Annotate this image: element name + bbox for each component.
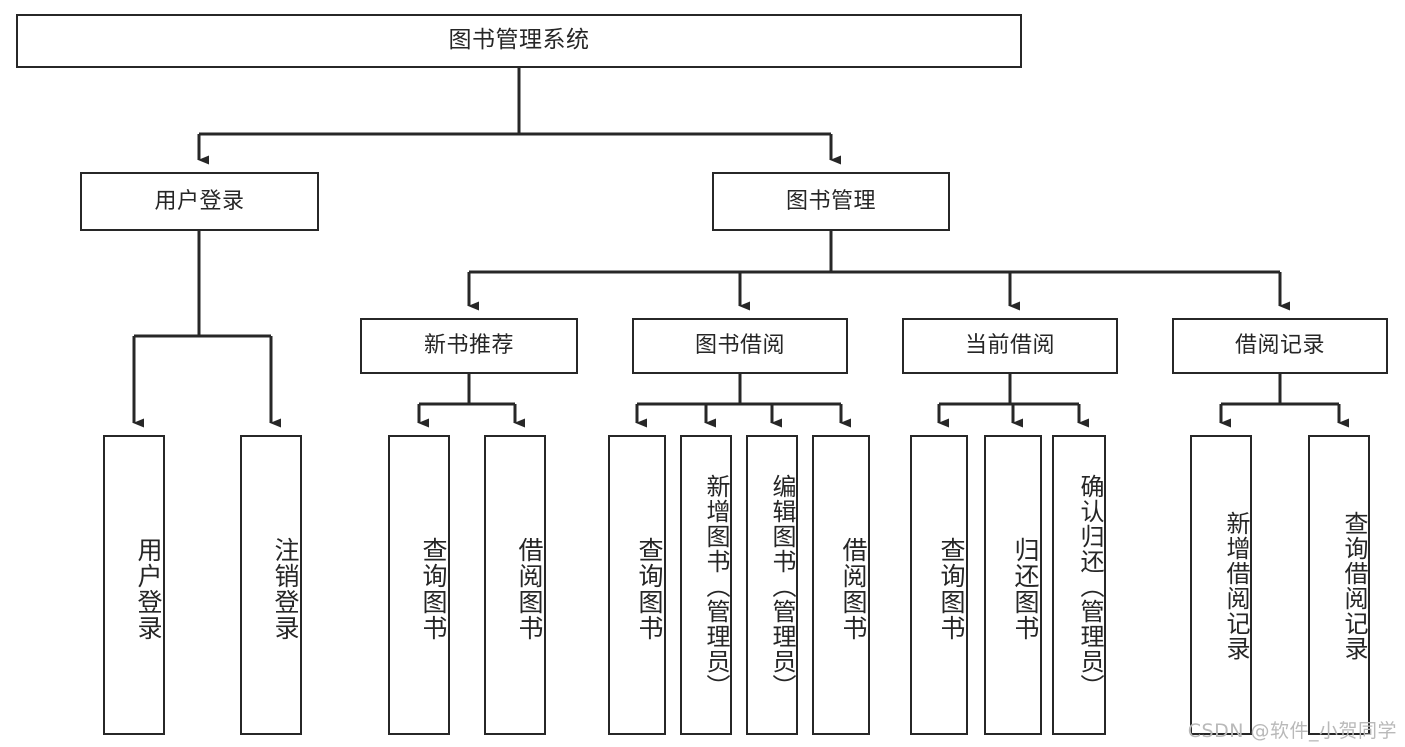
node-leaf-query-borrow-record-label: 查询借阅记录 bbox=[1340, 511, 1368, 661]
node-leaf-borrow-book-recommend[interactable]: 借阅图书 bbox=[484, 435, 546, 735]
node-root-system[interactable]: 图书管理系统 bbox=[16, 14, 1022, 68]
node-leaf-borrow-book-recommend-label: 借阅图书 bbox=[515, 537, 544, 641]
node-root-label: 图书管理系统 bbox=[448, 27, 590, 54]
node-book-borrow-label: 图书借阅 bbox=[694, 333, 785, 359]
node-book-manage[interactable]: 图书管理 bbox=[712, 172, 950, 231]
node-leaf-logout-label: 注销登录 bbox=[271, 537, 300, 641]
node-leaf-logout[interactable]: 注销登录 bbox=[240, 435, 302, 735]
node-current-borrow-label: 当前借阅 bbox=[964, 333, 1055, 359]
node-new-book-recommend[interactable]: 新书推荐 bbox=[360, 318, 578, 374]
node-user-login[interactable]: 用户登录 bbox=[80, 172, 319, 231]
node-user-login-label: 用户登录 bbox=[154, 188, 245, 214]
node-leaf-query-book-recommend[interactable]: 查询图书 bbox=[388, 435, 450, 735]
node-leaf-add-book-label: 新增图书（管理员） bbox=[702, 473, 730, 699]
node-leaf-query-book-current-label: 查询图书 bbox=[937, 537, 966, 641]
node-leaf-query-book-recommend-label: 查询图书 bbox=[419, 537, 448, 641]
node-leaf-confirm-return-label: 确认归还（管理员） bbox=[1076, 473, 1104, 699]
node-current-borrow[interactable]: 当前借阅 bbox=[902, 318, 1118, 374]
node-leaf-user-login[interactable]: 用户登录 bbox=[103, 435, 165, 735]
node-leaf-edit-book[interactable]: 编辑图书（管理员） bbox=[746, 435, 798, 735]
node-book-borrow[interactable]: 图书借阅 bbox=[632, 318, 848, 374]
node-leaf-query-book-borrow-label: 查询图书 bbox=[635, 537, 664, 641]
node-book-manage-label: 图书管理 bbox=[785, 188, 876, 214]
node-borrow-record[interactable]: 借阅记录 bbox=[1172, 318, 1388, 374]
node-new-book-recommend-label: 新书推荐 bbox=[423, 333, 514, 359]
node-leaf-add-book[interactable]: 新增图书（管理员） bbox=[680, 435, 732, 735]
node-leaf-query-book-current[interactable]: 查询图书 bbox=[910, 435, 968, 735]
node-leaf-edit-book-label: 编辑图书（管理员） bbox=[768, 473, 796, 699]
node-leaf-return-book-label: 归还图书 bbox=[1011, 537, 1040, 641]
node-leaf-confirm-return[interactable]: 确认归还（管理员） bbox=[1052, 435, 1106, 735]
node-leaf-user-login-label: 用户登录 bbox=[134, 537, 163, 641]
node-leaf-borrow-book-borrow-label: 借阅图书 bbox=[839, 537, 868, 641]
node-leaf-return-book[interactable]: 归还图书 bbox=[984, 435, 1042, 735]
csdn-watermark: CSDN @软件_小贺同学 bbox=[1187, 720, 1397, 742]
node-leaf-query-borrow-record[interactable]: 查询借阅记录 bbox=[1308, 435, 1370, 735]
node-borrow-record-label: 借阅记录 bbox=[1234, 333, 1325, 359]
node-leaf-query-book-borrow[interactable]: 查询图书 bbox=[608, 435, 666, 735]
node-leaf-borrow-book-borrow[interactable]: 借阅图书 bbox=[812, 435, 870, 735]
node-leaf-add-borrow-record-label: 新增借阅记录 bbox=[1222, 511, 1250, 661]
node-leaf-add-borrow-record[interactable]: 新增借阅记录 bbox=[1190, 435, 1252, 735]
